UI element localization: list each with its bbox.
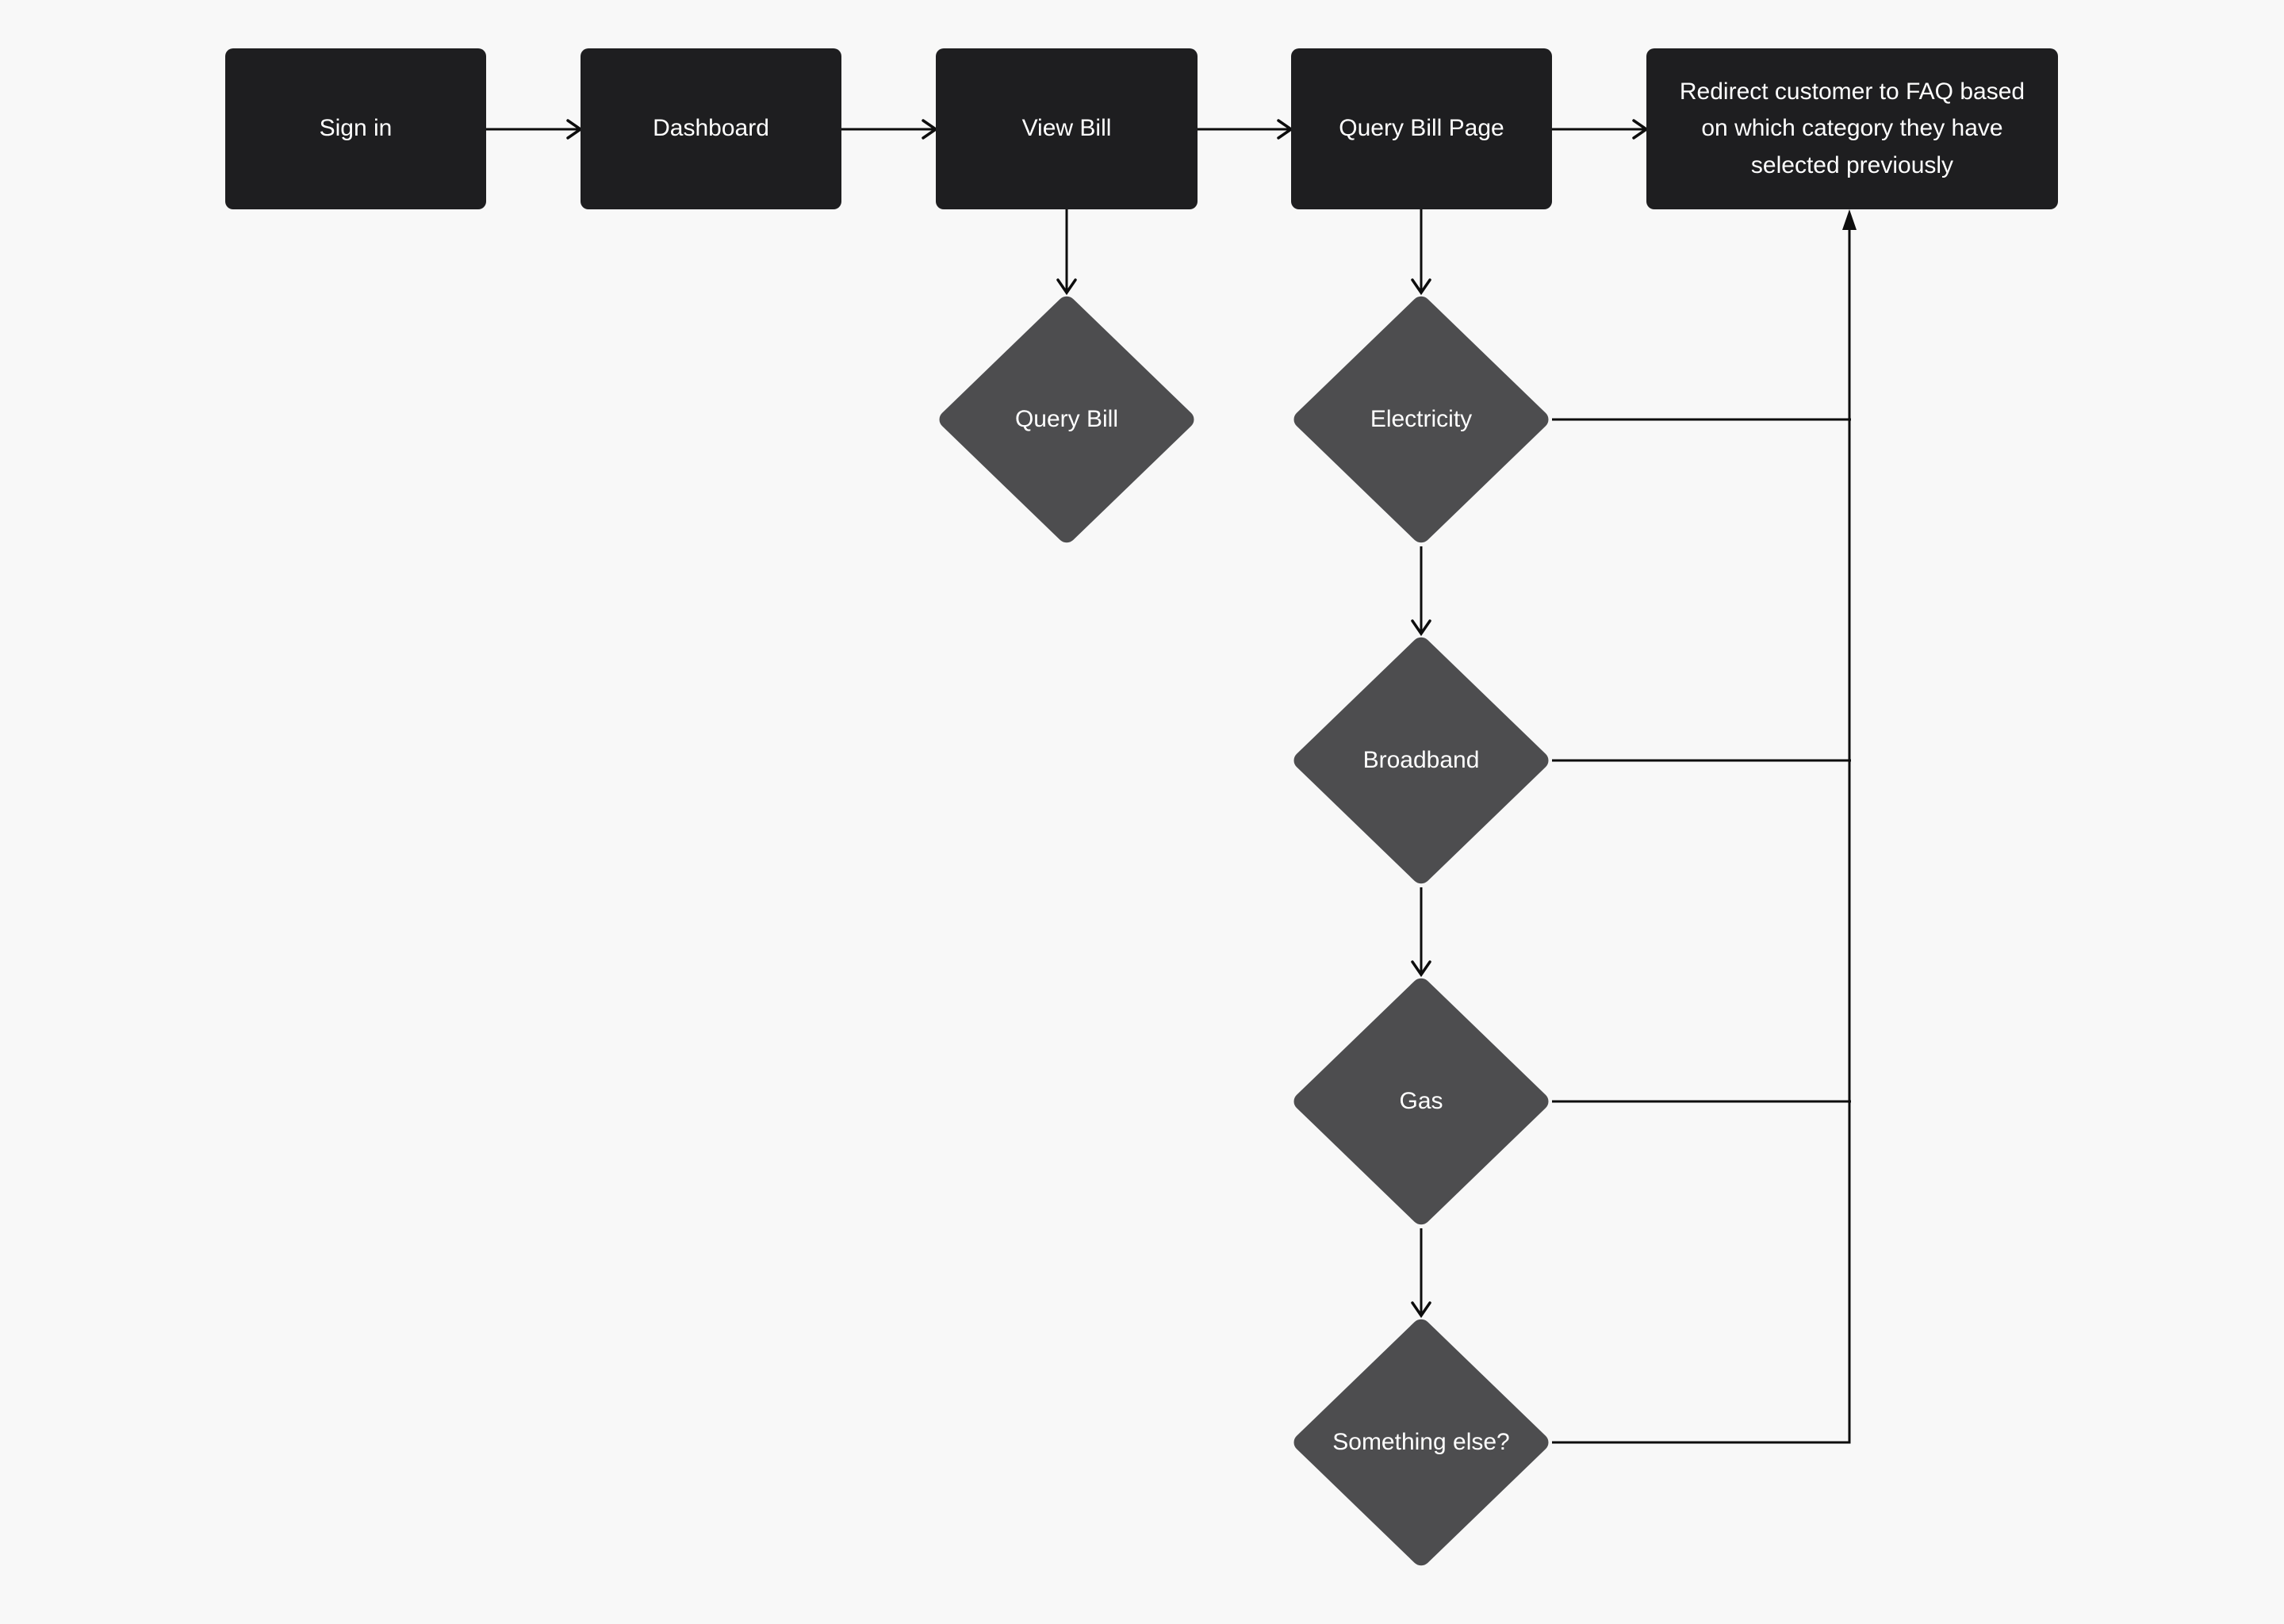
gas-diamond-shape <box>1290 974 1553 1229</box>
decision-node-broadband[interactable]: Broadband <box>1290 630 1553 891</box>
process-node-query-bill-page[interactable]: Query Bill Page <box>1291 48 1552 209</box>
arrowhead-query-bill-page-to-electricity <box>1411 278 1431 296</box>
arrowhead-view-bill-to-query-bill <box>1056 278 1077 296</box>
decision-node-gas[interactable]: Gas <box>1290 971 1553 1232</box>
something-else-diamond-shape <box>1290 1315 1553 1570</box>
decision-node-something-else[interactable]: Something else? <box>1290 1312 1553 1573</box>
arrowhead-rail-to-redirect-faq <box>1842 209 1857 230</box>
process-node-dashboard[interactable]: Dashboard <box>581 48 841 209</box>
electricity-diamond-shape <box>1290 292 1553 547</box>
decision-node-query-bill[interactable]: Query Bill <box>935 289 1198 550</box>
query-bill-diamond-shape <box>935 292 1198 547</box>
arrowhead-broadband-to-gas <box>1411 960 1431 978</box>
process-node-sign-in[interactable]: Sign in <box>225 48 486 209</box>
arrowhead-gas-to-something-else <box>1411 1301 1431 1319</box>
process-node-query-bill-page-label: Query Bill Page <box>1339 115 1504 142</box>
process-node-view-bill[interactable]: View Bill <box>936 48 1198 209</box>
decision-node-electricity[interactable]: Electricity <box>1290 289 1553 550</box>
process-node-view-bill-label: View Bill <box>1021 115 1112 142</box>
process-node-sign-in-label: Sign in <box>319 115 393 142</box>
edge-something-else-to-redirect-faq <box>1552 230 1851 1444</box>
process-node-redirect-faq[interactable]: Redirect customer to FAQ based on which … <box>1646 48 2058 209</box>
process-node-dashboard-label: Dashboard <box>653 115 769 142</box>
process-node-redirect-faq-label: Redirect customer to FAQ based on which … <box>1679 78 2025 178</box>
broadband-diamond-shape <box>1290 633 1553 888</box>
arrowhead-electricity-to-broadband <box>1411 619 1431 637</box>
